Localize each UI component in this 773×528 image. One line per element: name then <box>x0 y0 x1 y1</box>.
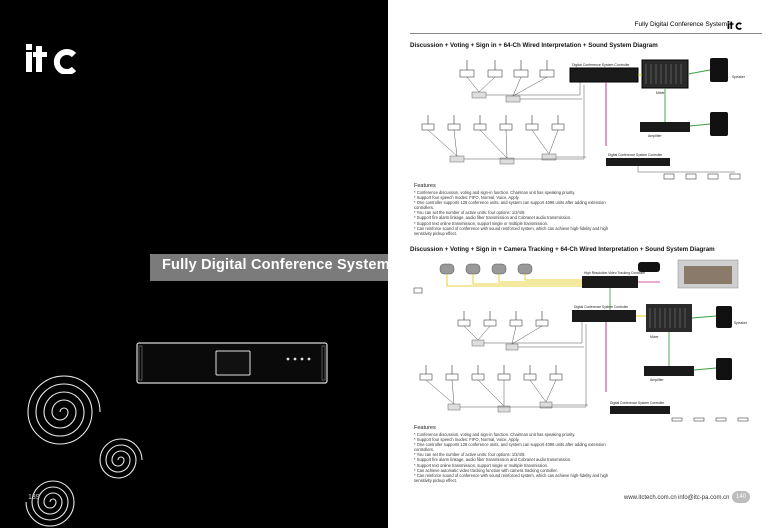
extension-controller-2 <box>610 406 670 414</box>
feature-item: * Support fire alarm linkage, audio fibe… <box>414 215 572 221</box>
feature-item: * Can reinforce sound of conference with… <box>414 225 609 236</box>
projector <box>638 262 660 272</box>
speaker-label-2: Speaker <box>734 321 748 325</box>
amplifier-2 <box>644 366 694 376</box>
diagram2-system-wiring: High Resolution Video Tracking Controlle… <box>413 259 749 422</box>
speaker-1a <box>710 58 728 82</box>
feature-item: * Support four speech modes: FIFO, Norma… <box>414 195 520 201</box>
left-page: itc Fully Digital Conference System 139 <box>25 44 388 527</box>
right-page: Fully Digital Conference System itc Disc… <box>388 0 773 528</box>
feature-item: * Conference discussion, voting and sign… <box>414 432 576 437</box>
itc-logo-small <box>727 21 742 30</box>
extension-label-1: Digital Conference System Controller <box>608 153 663 157</box>
feature-item: * Can reinforce sound of conference with… <box>414 472 609 483</box>
camera-controller-label: High Resolution Video Tracking Controlle… <box>584 271 646 275</box>
header-title: Fully Digital Conference System <box>634 21 727 28</box>
mixer-label-1: Mixer <box>656 91 665 95</box>
decorative-spirals <box>25 375 143 527</box>
conference-controller-device <box>136 342 328 384</box>
footer-website[interactable]: www.itctech.com.cn <box>624 495 677 501</box>
speaker-1b <box>710 112 728 136</box>
mixer-1 <box>641 59 689 89</box>
delegate-units-row2 <box>421 123 565 131</box>
delegate-units-row1 <box>459 69 555 78</box>
feature-item: * One controller supports 128 conference… <box>414 442 606 453</box>
itc-logo <box>26 44 77 74</box>
amplifier-label-1: Amplifier <box>648 134 662 138</box>
features2-heading: Features <box>414 425 436 431</box>
controller-label-1: Digital Conference System Controller <box>572 63 630 67</box>
camera-tracking-controller <box>582 276 638 288</box>
controller-label-2: Digital Conference System Controller <box>574 305 629 309</box>
conference-controller-1 <box>569 67 639 83</box>
hub-1 <box>471 91 487 99</box>
mixer-label-2: Mixer <box>650 335 659 339</box>
conference-controller-2 <box>572 310 636 322</box>
feature-item: * Support four speech modes: FIFO, Norma… <box>414 437 520 443</box>
feature-item: * You can set the number of active units… <box>414 452 526 458</box>
diagram1-title: Discussion + Voting + Sign in + 64-Ch Wi… <box>410 42 658 49</box>
header-divider <box>410 33 762 34</box>
extension-label-2: Digital Conference System Controller <box>610 401 665 405</box>
extension-controller-1 <box>606 158 670 166</box>
feature-item: * Can achieve automatic video tracking f… <box>414 467 558 473</box>
feature-item: * Support text online transmission, supp… <box>414 462 549 468</box>
features2-list: * Conference discussion, voting and sign… <box>414 432 614 483</box>
feature-item: * One controller supports 128 conference… <box>414 200 606 211</box>
feature-item: * Support fire alarm linkage, audio fibe… <box>414 457 572 463</box>
speaker-2b <box>716 358 732 380</box>
diagram2-title: Discussion + Voting + Sign in + Camera T… <box>410 246 715 253</box>
speaker-label-1: Speaker <box>732 75 746 79</box>
amplifier-1 <box>640 122 690 132</box>
mixer-2 <box>646 304 692 332</box>
feature-item: * You can set the number of active units… <box>414 210 526 216</box>
page-number-left: 139 <box>28 494 40 501</box>
features1-heading: Features <box>414 183 436 189</box>
feature-item: * Support text online transmission, supp… <box>414 220 549 226</box>
feature-item: * Conference discussion, voting and sign… <box>414 190 576 195</box>
amplifier-label-2: Amplifier <box>650 378 664 382</box>
footer-email[interactable]: info@itc-pa.com.cn <box>678 495 730 501</box>
speaker-2a <box>716 306 732 328</box>
banner-title: Fully Digital Conference System <box>162 257 388 273</box>
features1-list: * Conference discussion, voting and sign… <box>414 190 614 236</box>
title-banner <box>150 254 388 281</box>
cameras <box>439 263 533 275</box>
page-number-right: 140 <box>732 491 750 503</box>
hub-2 <box>505 95 521 103</box>
diagram1-system-wiring: Digital Conference System Controller Mix… <box>421 58 746 180</box>
